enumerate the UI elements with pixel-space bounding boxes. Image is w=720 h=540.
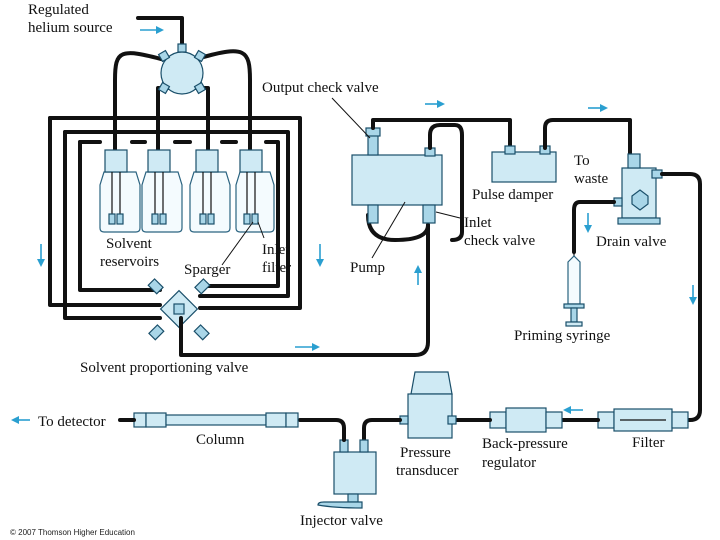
flow-arrow-7 xyxy=(37,244,45,267)
pump xyxy=(351,127,443,242)
label-inlet-filter-1: Inlet xyxy=(262,242,290,258)
solvent-proportioning-valve xyxy=(147,278,211,341)
leader-output-check-valve xyxy=(331,97,371,139)
label-pressure-transducer-1: Pressure xyxy=(400,445,451,461)
solvent-reservoir-3 xyxy=(189,149,231,233)
column xyxy=(133,412,299,428)
flow-arrow-4 xyxy=(689,285,697,305)
label-solvent-proportioning-valve: Solvent proportioning valve xyxy=(80,360,249,376)
label-helium-source-2: helium source xyxy=(28,20,113,36)
line-injector-to-column xyxy=(298,418,346,442)
line-drain-to-syringe xyxy=(572,200,616,254)
solvent-reservoir-2 xyxy=(141,149,183,233)
flow-arrow-9 xyxy=(295,343,320,351)
leader-pump xyxy=(371,201,406,259)
helium-manifold xyxy=(113,43,252,157)
line-to-drain-valve xyxy=(543,118,632,157)
helium-supply-line xyxy=(136,16,184,47)
label-solvent-reservoirs-1: Solvent xyxy=(106,236,153,252)
leader-inlet-filter xyxy=(257,221,265,239)
solvent-reservoir-1 xyxy=(99,149,141,233)
flow-arrow-5 xyxy=(563,406,583,414)
label-output-check-valve: Output check valve xyxy=(262,80,379,96)
line-to-pulse-damper xyxy=(371,118,512,152)
flow-arrow-8 xyxy=(316,244,324,267)
label-injector-valve: Injector valve xyxy=(300,513,383,529)
flow-arrow-10 xyxy=(414,265,422,285)
label-back-pressure-regulator-2: regulator xyxy=(482,455,536,471)
leader-inlet-check-valve xyxy=(435,211,461,219)
label-column: Column xyxy=(196,432,245,448)
label-solvent-reservoirs-2: reservoirs xyxy=(100,254,159,270)
label-to-waste-2: waste xyxy=(574,171,608,187)
flow-arrow-2 xyxy=(588,104,608,112)
label-back-pressure-regulator-1: Back-pressure xyxy=(482,436,568,452)
label-filter: Filter xyxy=(632,435,665,451)
label-to-waste-1: To xyxy=(574,153,590,169)
priming-syringe xyxy=(563,252,585,327)
copyright-text: © 2007 Thomson Higher Education xyxy=(10,528,135,537)
leader-sparger xyxy=(221,221,254,266)
label-pump: Pump xyxy=(350,260,385,276)
label-helium-source-1: Regulated xyxy=(28,2,89,18)
back-pressure-regulator xyxy=(489,407,563,433)
label-inlet-check-valve-2: check valve xyxy=(464,233,536,249)
solvent-lines xyxy=(48,116,302,320)
drain-valve xyxy=(613,153,663,225)
pulse-damper xyxy=(491,145,557,183)
label-pulse-damper: Pulse damper xyxy=(472,187,553,203)
filter xyxy=(597,408,689,432)
flow-arrow-1 xyxy=(425,100,445,108)
label-to-detector: To detector xyxy=(38,414,106,430)
label-priming-syringe: Priming syringe xyxy=(514,328,611,344)
label-sparger: Sparger xyxy=(184,262,230,278)
label-inlet-check-valve-1: Inlet xyxy=(464,215,492,231)
line-transducer-to-injector xyxy=(362,418,402,442)
flow-arrow-6 xyxy=(11,416,30,424)
line-to-filter xyxy=(660,172,702,422)
injector-valve xyxy=(317,439,377,509)
label-pressure-transducer-2: transducer xyxy=(396,463,458,479)
pressure-transducer xyxy=(399,371,457,439)
pump-bypass-line xyxy=(428,123,464,242)
line-to-pump xyxy=(179,223,430,357)
flow-arrow-3 xyxy=(584,213,592,233)
label-inlet-filter-2: filter xyxy=(262,260,291,276)
solvent-reservoir-4 xyxy=(235,149,275,233)
label-drain-valve: Drain valve xyxy=(596,234,667,250)
